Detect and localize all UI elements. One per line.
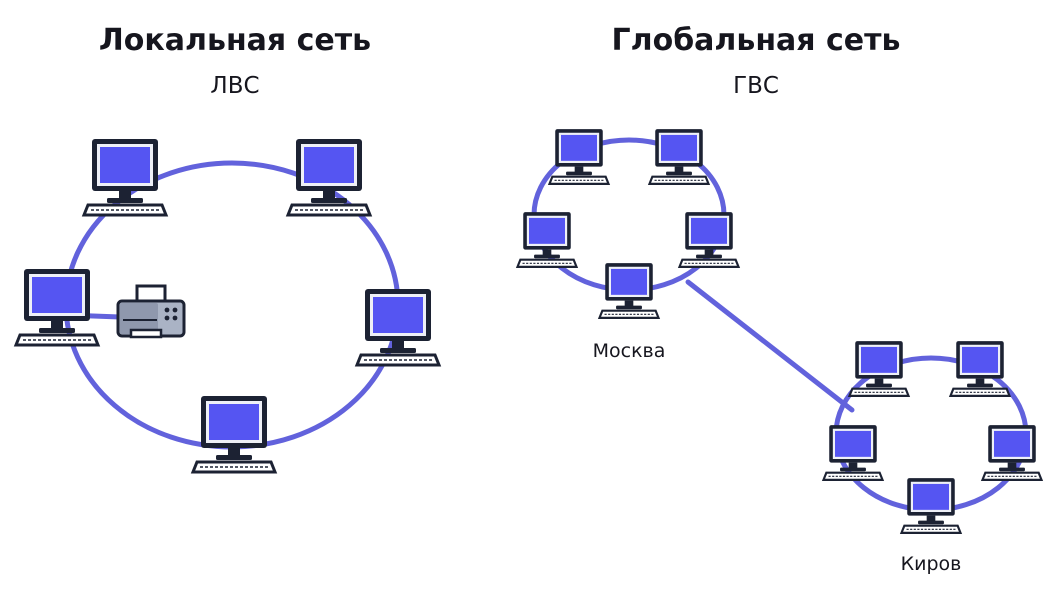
printer-icon (116, 284, 186, 339)
kirov-computer-icon (848, 340, 910, 397)
lan-title: Локальная сеть (99, 23, 371, 58)
kirov-computer-icon (981, 424, 1043, 481)
lan-computer-icon (355, 287, 441, 367)
lan-computer-icon (191, 394, 277, 474)
kirov-computer-icon (949, 340, 1011, 397)
moscow-computer-icon (678, 211, 740, 268)
moscow-computer-icon (648, 128, 710, 185)
wan-subtitle: ГВС (733, 73, 779, 99)
moscow-network: Москва (516, 128, 740, 362)
city-label-kirov: Киров (901, 553, 962, 575)
lan-computer-icon (14, 267, 100, 347)
lan-network (14, 137, 441, 474)
moscow-computer-icon (516, 211, 578, 268)
wan-title: Глобальная сеть (612, 23, 901, 58)
kirov-computer-icon (822, 424, 884, 481)
moscow-computer-icon (548, 128, 610, 185)
lan-subtitle: ЛВС (210, 73, 259, 99)
wan-backbone-link (685, 279, 855, 413)
kirov-computer-icon (900, 477, 962, 534)
kirov-network: Киров (822, 340, 1043, 575)
lan-computer-icon (82, 137, 168, 217)
moscow-computer-icon (598, 262, 660, 319)
city-label-moscow: Москва (593, 340, 666, 362)
lan-computer-icon (286, 137, 372, 217)
